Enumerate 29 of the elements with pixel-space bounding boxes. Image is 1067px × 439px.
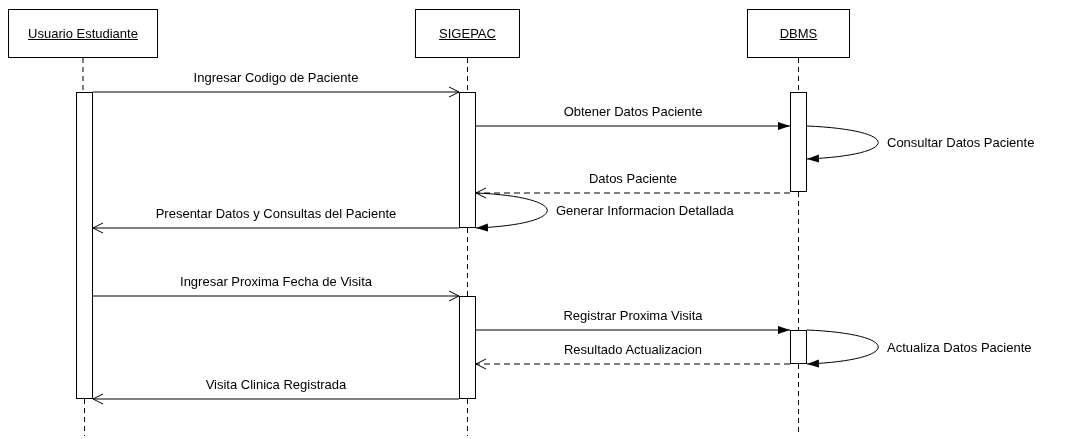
message-label: Consultar Datos Paciente	[885, 135, 1037, 150]
lifeline-name: DBMS	[779, 26, 818, 41]
activation-bar	[76, 92, 93, 399]
self-message-arrow	[806, 125, 879, 163]
activation-bar	[790, 330, 807, 364]
message-arrow	[92, 290, 460, 302]
message-arrow	[475, 358, 791, 370]
message-arrow	[475, 187, 791, 199]
message-arrow	[92, 86, 460, 98]
self-message-arrow	[806, 329, 879, 368]
lifeline	[798, 57, 799, 93]
lifeline	[82, 57, 84, 93]
message-arrow	[475, 326, 791, 334]
self-message-arrow	[475, 192, 548, 232]
lifeline-head-box	[415, 9, 520, 58]
message-arrow	[92, 393, 460, 405]
lifeline-head-box	[8, 9, 158, 58]
lifeline-head-box	[747, 9, 850, 58]
message-arrow	[92, 222, 460, 234]
activation-bar	[459, 296, 476, 399]
activation-bar	[790, 92, 807, 192]
message-label: Generar Informacion Detallada	[554, 203, 736, 218]
message-arrow	[475, 122, 791, 130]
lifeline-name: Usuario Estudiante	[28, 26, 138, 41]
lifeline	[467, 57, 468, 93]
lifeline	[798, 191, 799, 331]
activation-bar	[459, 92, 476, 228]
lifeline	[467, 227, 468, 297]
lifeline-name: SIGEPAC	[439, 26, 496, 41]
